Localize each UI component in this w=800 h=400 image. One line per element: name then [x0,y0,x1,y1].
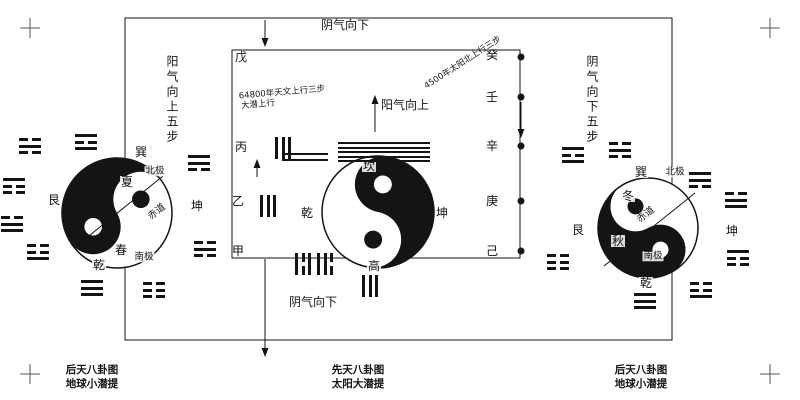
bagua-label: 南极 [642,250,664,262]
trigram-icon [727,250,749,266]
trigram-icon [634,293,656,309]
bagua-label: 巽 [633,165,649,179]
caption-right: 后天八卦图 地球小潜提 [615,363,668,391]
trigram-icon [295,253,311,275]
caption-left-line1: 后天八卦图 [65,364,119,376]
trigram-icon [689,172,711,188]
bagua-label: 乾 [91,258,107,272]
bagua-label: 巽 [134,145,148,159]
trigram-icon [27,244,49,260]
trigram-icon [275,137,291,159]
label-flow-top: 阴气向下 [320,18,370,32]
label-flow-center-down: 阴气向下 [288,295,338,309]
trigram-icon [282,153,328,161]
trigram-icon [75,134,97,150]
bagua-label: 坤 [434,206,450,220]
stem-label: 戊 [234,50,248,64]
caption-center-line1: 先天八卦图 [331,364,385,376]
bagua-label: 冬 [620,189,636,203]
bagua-label: 北极 [144,165,166,177]
bagua-label: 秋 [610,234,626,248]
caption-right-line2: 地球小潜提 [614,378,668,391]
stem-label: 丙 [234,140,248,154]
bagua-label: 夏 [119,175,135,189]
trigram-icon [547,254,569,270]
bagua-label: 乾 [638,276,654,290]
label-flow-center-up: 阳气向上 [380,98,430,112]
stem-label: 庚 [485,194,499,208]
stem-label: 辛 [485,139,499,153]
stem-label: 己 [485,244,499,258]
caption-center-line2: 太阳大潜提 [331,378,385,391]
bagua-label: 坤 [725,224,739,238]
trigram-icon [362,275,378,297]
trigram-icon [260,195,276,217]
bagua-label: 艮 [571,223,585,237]
stem-label: 甲 [231,244,245,258]
trigram-icon [143,282,165,298]
trigram-icon [317,253,333,275]
trigram-icon [19,138,41,154]
trigram-icon [690,282,712,298]
trigram-icon [725,192,747,208]
bagua-label: 南极 [133,251,155,263]
trigram-icon [562,147,584,163]
stem-label: 乙 [231,194,245,208]
label-flow-left: 阳气向上五步 [165,55,179,145]
trigram-icon [188,155,210,171]
bagua-label: 北极 [664,166,686,178]
label-flow-right: 阴气向下五步 [585,55,599,145]
trigram-icon [3,178,25,194]
stem-label: 癸 [485,48,499,62]
stem-label: 壬 [485,90,499,104]
trigram-icon [81,280,103,296]
bagua-label: 坤 [190,199,204,213]
caption-center: 先天八卦图 太阳大潜提 [332,363,385,391]
bagua-label: 高 [366,259,382,273]
bagua-label: 艮 [47,193,61,207]
bagua-label: 乾 [300,206,314,220]
trigram-icon [194,241,216,257]
caption-left: 后天八卦图 地球小潜提 [66,363,119,391]
bagua-label: 坎 [361,159,377,173]
bagua-label: 春 [113,243,129,257]
caption-right-line1: 后天八卦图 [614,364,668,376]
trigram-icon [1,216,23,232]
trigram-icon [338,142,430,162]
trigram-icon [609,142,631,158]
caption-left-line2: 地球小潜提 [65,378,119,391]
